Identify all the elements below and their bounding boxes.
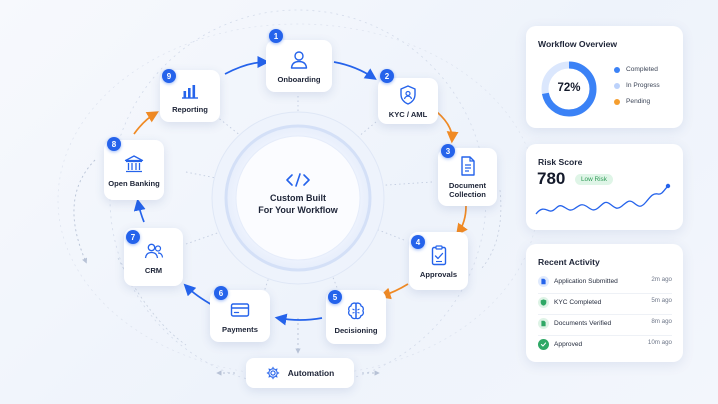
legend-label: Pending xyxy=(626,98,651,105)
brain-icon xyxy=(348,301,364,319)
legend-completed: Completed xyxy=(614,66,658,73)
step-onboarding[interactable]: Onboarding xyxy=(266,40,332,92)
step-number-badge: 9 xyxy=(162,69,176,83)
bank-icon xyxy=(124,154,144,172)
activity-label: Documents Verified xyxy=(554,319,612,327)
activity-time: 5m ago xyxy=(651,297,672,304)
card-title: Workflow Overview xyxy=(538,39,618,49)
step-label: KYC / AML xyxy=(388,109,428,119)
risk-score-value: 780 xyxy=(537,169,566,188)
card-title: Risk Score xyxy=(538,157,583,167)
activity-label: Approved xyxy=(554,340,583,348)
center-title-line2: For Your Workflow xyxy=(258,205,338,215)
document-icon xyxy=(460,156,475,176)
activity-label: KYC Completed xyxy=(554,298,602,306)
step-number-badge: 7 xyxy=(126,230,140,244)
shield-user-icon xyxy=(400,84,416,105)
step-label: Reporting xyxy=(172,104,208,114)
users-icon xyxy=(144,243,163,258)
progress-donut xyxy=(541,61,597,117)
step-number-badge: 2 xyxy=(380,69,394,83)
legend-label: Completed xyxy=(626,66,658,73)
risk-level-badge: Low Risk xyxy=(575,174,613,185)
bar-chart-icon xyxy=(182,84,198,99)
step-number-badge: 4 xyxy=(411,235,425,249)
step-label: Open Banking xyxy=(108,179,159,188)
code-icon xyxy=(286,173,310,187)
activity-item[interactable]: KYC Completed 5m ago xyxy=(538,295,672,309)
recent-activity-card: Recent Activity Application Submitted 2m… xyxy=(526,244,683,362)
center-title: Custom Built For Your Workflow xyxy=(244,192,352,216)
step-kyc-aml[interactable]: KYC / AML xyxy=(378,78,438,124)
activity-item[interactable]: Application Submitted 2m ago xyxy=(538,274,672,288)
legend-label: In Progress xyxy=(626,82,660,89)
clipboard-check-icon xyxy=(431,244,446,265)
risk-trend-sparkline xyxy=(535,183,671,215)
activity-time: 8m ago xyxy=(651,318,672,325)
step-payments[interactable]: Payments xyxy=(210,290,270,342)
document-icon xyxy=(538,275,549,287)
step-number-badge: 5 xyxy=(328,290,342,304)
card-title: Recent Activity xyxy=(538,257,600,267)
step-label: Document Collection xyxy=(438,181,497,199)
activity-label: Application Submitted xyxy=(554,277,618,285)
risk-score-card: Risk Score 780 Low Risk xyxy=(526,144,683,230)
step-number-badge: 8 xyxy=(107,137,121,151)
step-label: CRM xyxy=(144,265,163,275)
step-label: Decisioning xyxy=(334,325,378,335)
step-label: Payments xyxy=(222,324,258,334)
activity-time: 10m ago xyxy=(647,339,672,346)
step-label-text: Open Banking xyxy=(108,178,160,188)
legend-pending: Pending xyxy=(614,98,650,105)
center-title-line1: Custom Built xyxy=(270,193,326,203)
check-icon xyxy=(538,338,549,350)
legend-in-progress: In Progress xyxy=(614,82,660,89)
step-label-text: Document Collection xyxy=(448,181,487,199)
gear-icon xyxy=(266,366,279,380)
shield-icon xyxy=(538,296,549,308)
step-number-badge: 6 xyxy=(214,286,228,300)
user-icon xyxy=(290,50,308,69)
workflow-overview-card: Workflow Overview 72% Completed In Progr… xyxy=(526,26,683,128)
donut-percent-label: 72% xyxy=(557,82,581,94)
activity-item[interactable]: Approved 10m ago xyxy=(538,337,672,351)
automation-label: Automation xyxy=(287,368,335,378)
step-number-badge: 1 xyxy=(269,29,283,43)
credit-card-icon xyxy=(230,302,250,317)
activity-time: 2m ago xyxy=(651,276,672,283)
step-number-badge: 3 xyxy=(441,144,455,158)
step-label: Approvals xyxy=(419,269,458,279)
automation-button[interactable]: Automation xyxy=(246,358,354,388)
activity-item[interactable]: Documents Verified 8m ago xyxy=(538,316,672,330)
step-label: Onboarding xyxy=(277,74,321,84)
document-check-icon xyxy=(538,317,549,329)
